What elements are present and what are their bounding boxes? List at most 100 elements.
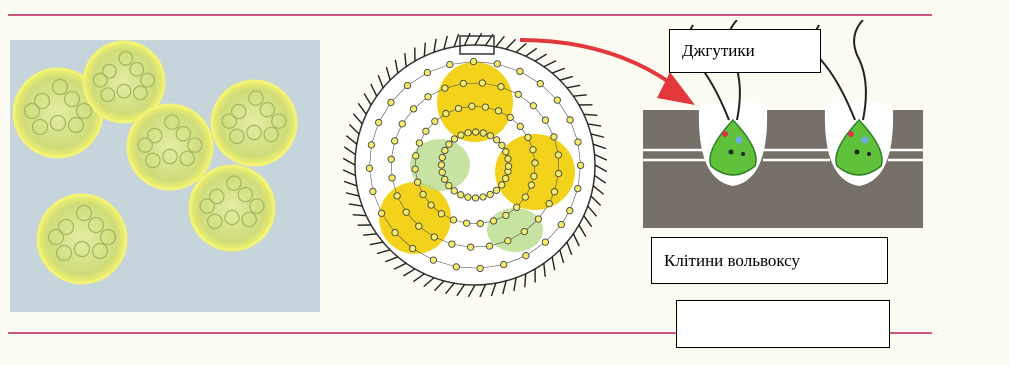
colony-cell — [413, 153, 419, 159]
colony-cell — [392, 229, 398, 235]
colony-cell — [409, 245, 415, 251]
flagellum — [378, 75, 383, 88]
colony-cell — [465, 194, 471, 200]
vacuole — [862, 137, 869, 144]
colony-cell — [439, 169, 445, 175]
colony-cell — [463, 220, 469, 226]
colony-body — [128, 105, 212, 189]
flagellum — [465, 33, 471, 45]
flagellum — [353, 114, 362, 124]
eyespot — [848, 131, 854, 137]
colony-cell — [453, 264, 459, 270]
flagellum — [343, 158, 355, 165]
flagellum — [370, 242, 383, 245]
colony-cell — [391, 138, 397, 144]
colony-cell — [366, 165, 372, 171]
flagellum — [573, 234, 579, 246]
colony-cell — [438, 162, 444, 168]
flagellum — [395, 60, 398, 73]
colony-cell — [446, 182, 452, 188]
colony-cell — [490, 218, 496, 224]
flagellum — [377, 250, 390, 254]
colony-cell — [469, 103, 475, 109]
colony-cell — [457, 192, 463, 198]
colony-cell — [442, 85, 448, 91]
colony-body — [38, 195, 126, 283]
flagellum — [544, 263, 545, 276]
flagellum — [514, 278, 516, 291]
colony-cell — [467, 244, 473, 250]
organelle — [729, 150, 734, 155]
volvox-colony — [212, 81, 296, 165]
flagellum — [405, 53, 406, 66]
vacuole — [736, 137, 743, 144]
flagellum — [353, 215, 367, 216]
empty-answer-box[interactable] — [676, 300, 890, 348]
flagellum — [386, 67, 390, 80]
colony-cell — [486, 243, 492, 249]
flagellum — [496, 36, 505, 47]
colony-cell — [412, 166, 418, 172]
colony-cell — [495, 108, 501, 114]
colony-cell — [498, 84, 504, 90]
colony-cell — [480, 194, 486, 200]
flagellum — [349, 204, 362, 206]
flagellum — [346, 136, 357, 145]
colony-cell — [542, 239, 548, 245]
flagellum — [363, 234, 376, 235]
flagellum — [567, 242, 572, 255]
colony-cell — [449, 241, 455, 247]
flagellum — [371, 84, 377, 96]
colony-cell — [480, 130, 486, 136]
colony-cell — [438, 211, 444, 217]
flagellum — [446, 283, 455, 294]
colony-cell — [493, 187, 499, 193]
colony-cell — [404, 82, 410, 88]
colony-cell — [443, 110, 449, 116]
colony-body — [190, 166, 274, 250]
colony-cell — [370, 188, 376, 194]
colony-cell — [473, 129, 479, 135]
colony-cell — [368, 142, 374, 148]
colony-cell — [428, 202, 434, 208]
colony-cell — [451, 136, 457, 142]
colony-cell — [455, 105, 461, 111]
colony-cell — [403, 209, 409, 215]
colony-cell — [451, 188, 457, 194]
flagellum — [385, 257, 398, 262]
flagellum — [434, 39, 436, 52]
colony-cell — [470, 58, 476, 64]
flagellum — [503, 281, 506, 294]
colony-cell — [431, 234, 437, 240]
colony-cell — [477, 220, 483, 226]
colony-cell — [388, 156, 394, 162]
flagellum — [358, 103, 366, 114]
flagellum — [349, 125, 359, 134]
flagellum — [525, 274, 526, 288]
flagella-label: Джгутики — [669, 29, 821, 73]
volvox-cells-label: Клітини вольвоксу — [651, 237, 888, 284]
colony-cell — [439, 154, 445, 160]
flagellum — [394, 263, 406, 269]
colony-cell — [399, 121, 405, 127]
colony-cell — [389, 175, 395, 181]
colony-cell — [494, 61, 500, 67]
colony-cell — [487, 191, 493, 197]
colony-cell — [388, 99, 394, 105]
flagellum — [344, 147, 355, 155]
organelle — [741, 152, 745, 156]
colony-cell — [430, 257, 436, 263]
colony-cell — [446, 141, 452, 147]
flagellum — [346, 193, 359, 196]
flagellum — [475, 33, 482, 45]
flagellum — [424, 43, 425, 57]
volvox-colony — [38, 195, 126, 283]
colony-cell — [465, 130, 471, 136]
organelle — [867, 152, 871, 156]
colony-cell — [479, 80, 485, 86]
colony-cell — [378, 210, 384, 216]
colony-cell — [460, 80, 466, 86]
colony-cell — [505, 238, 511, 244]
flagellum — [560, 250, 564, 263]
daughter-colony-left — [379, 182, 451, 254]
